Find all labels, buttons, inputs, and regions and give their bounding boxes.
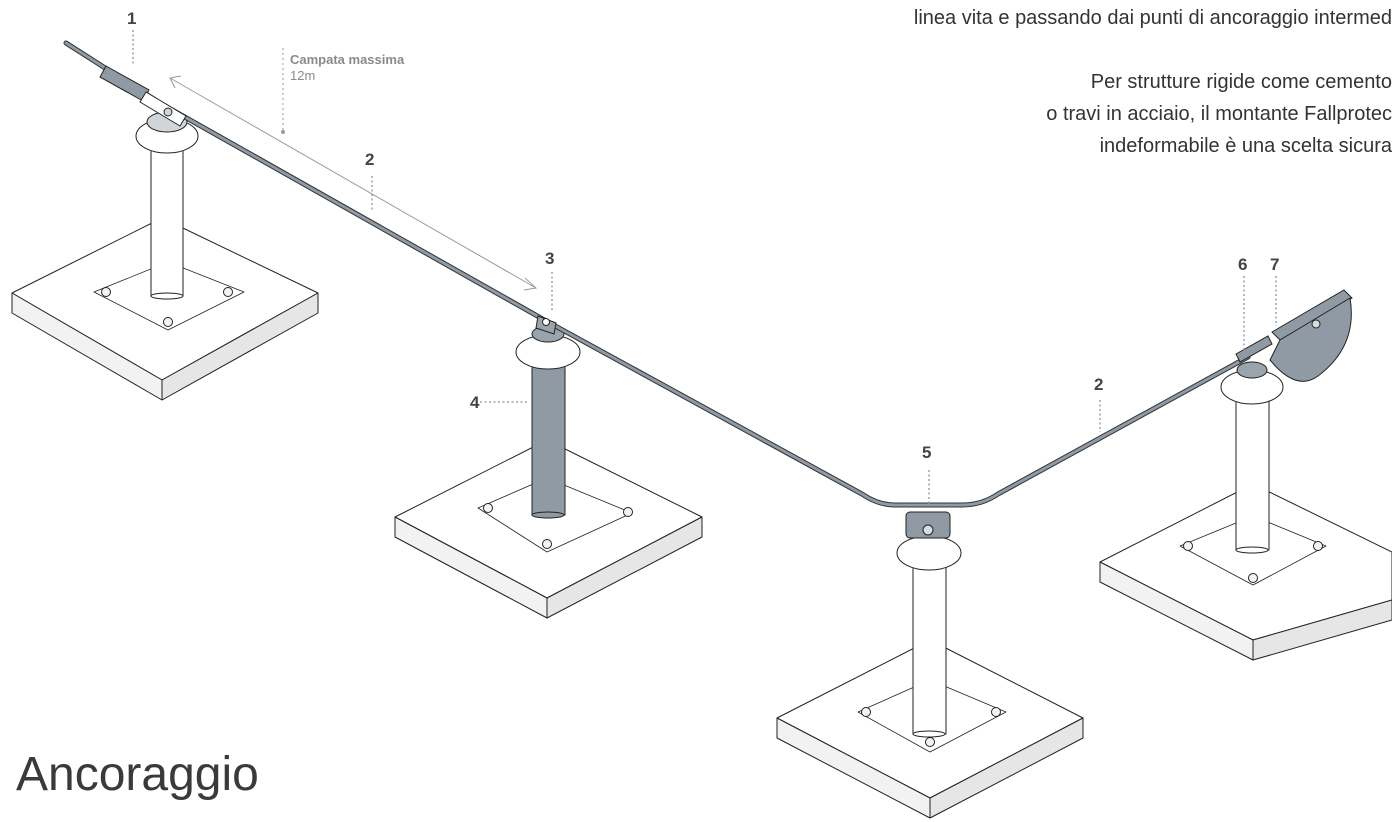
cable-tensioner-end (99, 65, 187, 127)
intro-text-line-4: indeformabile è una scelta sicura (1099, 135, 1392, 157)
callout-2-cable-right: 2 (1094, 375, 1103, 394)
post-4 (1220, 361, 1284, 554)
max-span-arrow (169, 48, 538, 291)
callout-5: 5 (922, 443, 931, 462)
callout-3: 3 (545, 249, 554, 268)
concrete-slab-4 (1099, 483, 1392, 661)
callout-1: 1 (127, 9, 136, 28)
page-title: Ancoraggio (16, 748, 259, 801)
intro-text-line-1: linea vita e passando dai punti di ancor… (913, 7, 1392, 29)
max-span-value: 12m (290, 68, 315, 83)
post-1 (135, 111, 199, 300)
callout-numbers: 1 2 3 4 5 2 6 7 (127, 9, 1279, 462)
post-3 (896, 511, 962, 738)
intro-text-block: Per strutture rigide come cemento o trav… (1046, 66, 1392, 162)
intro-text-line-3: o travi in acciaio, il montante Fallprot… (1046, 103, 1392, 125)
base-plate-bolts (101, 287, 1323, 747)
intermediate-bracket (535, 315, 557, 335)
callout-6: 6 (1238, 255, 1247, 274)
concrete-slab-2 (394, 439, 703, 619)
max-span-label: Campata massima (290, 52, 405, 67)
shock-absorber-terminal (1235, 289, 1353, 382)
callout-4: 4 (470, 393, 480, 412)
callout-2-cable: 2 (365, 150, 374, 169)
callout-leaders (132, 30, 1277, 504)
lifeline-cable (63, 40, 1251, 508)
callout-7: 7 (1270, 255, 1279, 274)
intro-text-line-2: Per strutture rigide come cemento (1090, 71, 1392, 93)
